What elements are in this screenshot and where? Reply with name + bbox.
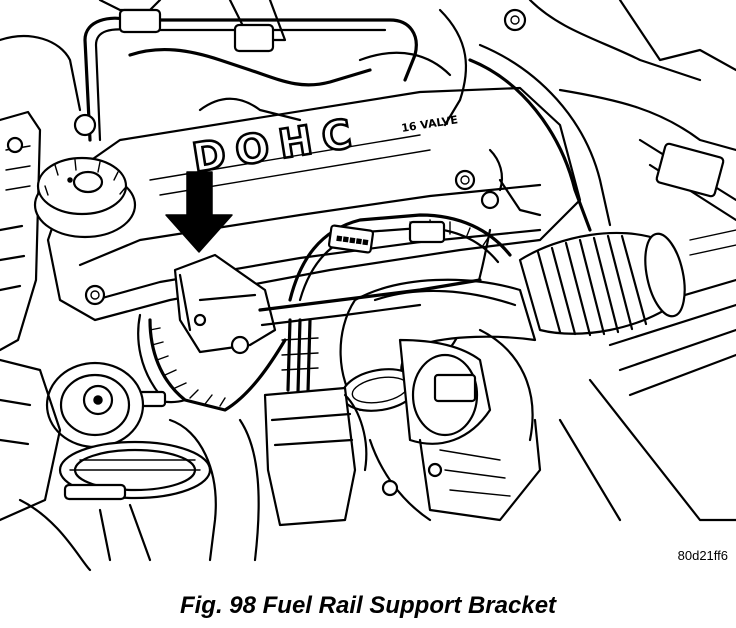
illustration-code: 80d21ff6 [677,548,728,563]
lower-left-components [0,358,260,572]
pointer-arrow [165,171,233,253]
right-side-ducting [468,0,736,522]
top-hoses [73,0,468,142]
air-intake-tube [438,228,686,362]
oil-filler-cap [33,156,137,239]
figure-caption: Fig. 98 Fuel Rail Support Bracket [179,592,557,619]
connector-block [263,386,368,527]
lower-right-components [368,148,542,522]
